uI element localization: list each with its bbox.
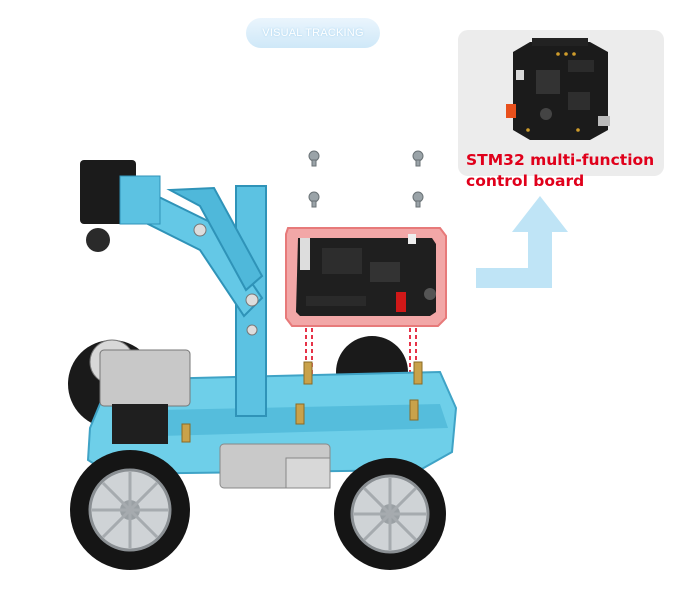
board-caption: STM32 multi-function control board	[466, 150, 691, 192]
control-board-card	[458, 30, 664, 176]
board-caption-line2: control board	[466, 172, 585, 190]
curved-arrow-up-icon	[476, 196, 568, 288]
control-board-icon	[506, 38, 610, 140]
board-caption-line1: STM32 multi-function	[466, 151, 655, 169]
screw-icon	[308, 150, 424, 208]
visual-tracking-label: VISUAL TRACKING	[262, 27, 364, 39]
rear-servo-module	[89, 339, 191, 444]
robotic-arm	[80, 160, 267, 417]
highlighted-control-board	[285, 227, 447, 327]
visual-tracking-badge: VISUAL TRACKING	[246, 18, 380, 48]
